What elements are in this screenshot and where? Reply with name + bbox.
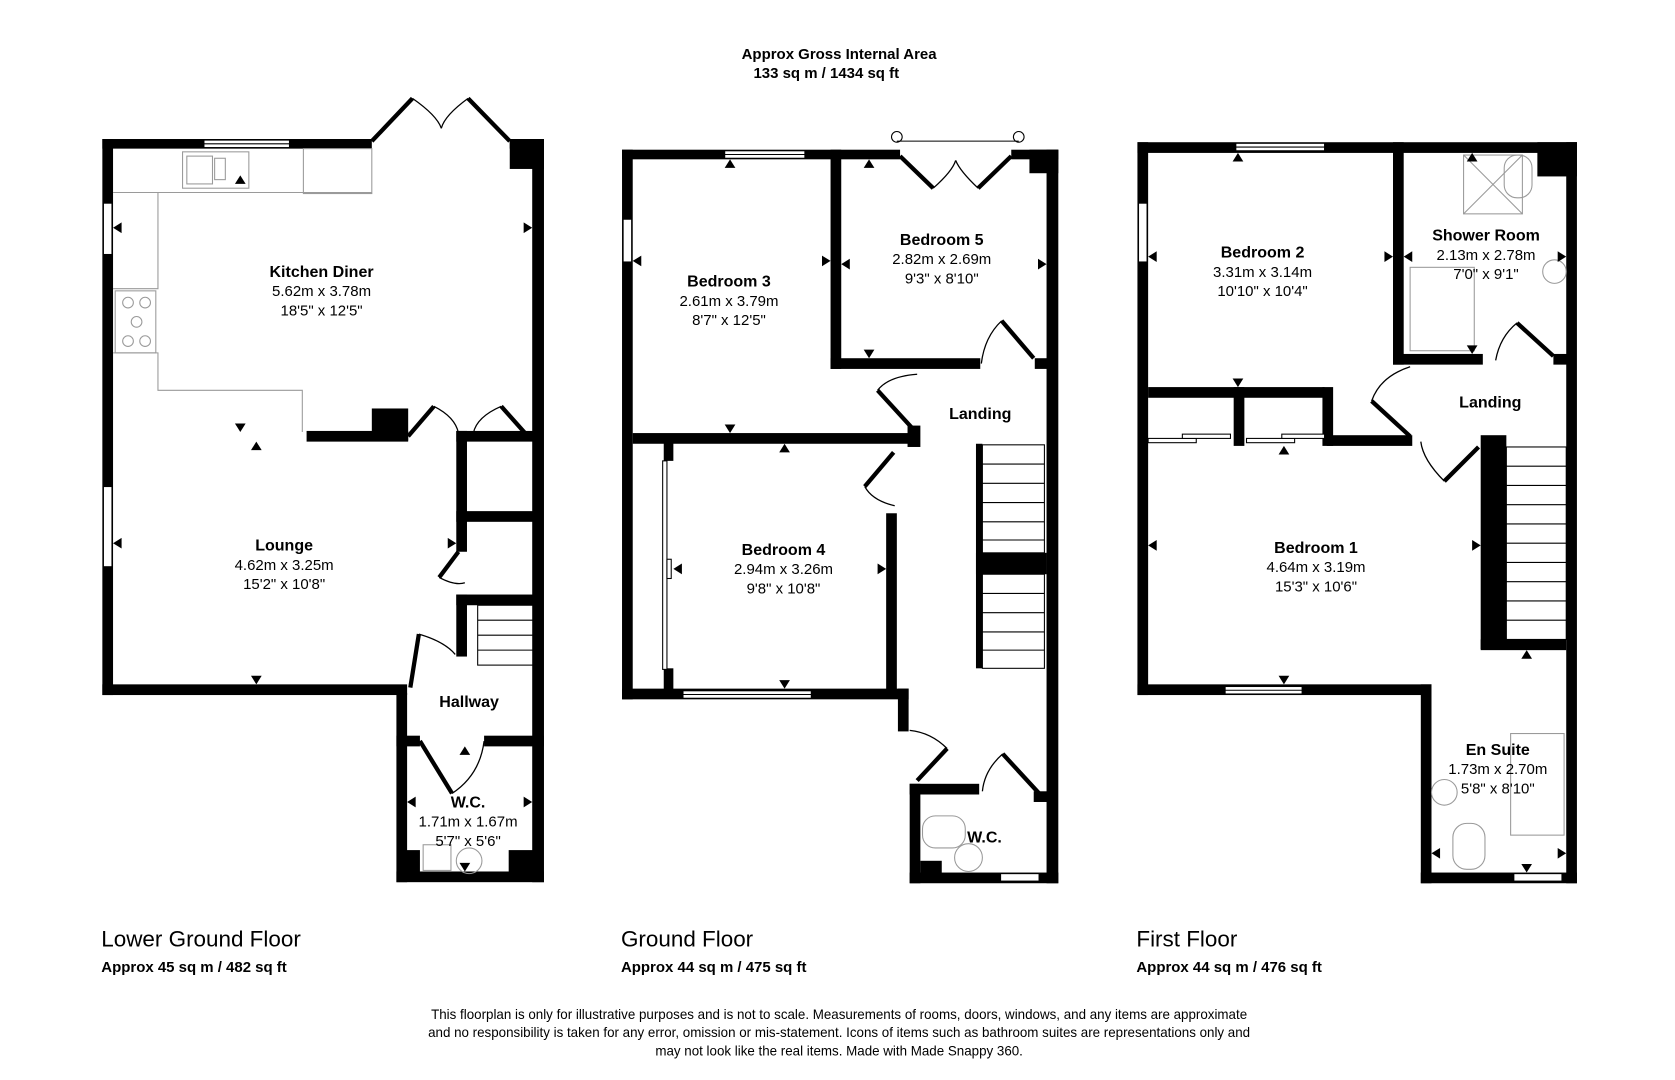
- room-imperial-kitchen-diner: 18'5" x 12'5": [281, 302, 363, 319]
- toilet-icon: [921, 815, 966, 849]
- room-name-bedroom-4: Bedroom 4: [742, 541, 826, 559]
- lower-ground-floor-plan: [102, 96, 544, 883]
- room-name-bedroom-3: Bedroom 3: [687, 273, 771, 291]
- bath-icon: [1409, 266, 1475, 352]
- room-metric-bedroom-4: 2.94m x 3.26m: [734, 561, 833, 578]
- room-name-wc-lower: W.C.: [451, 793, 486, 811]
- room-metric-kitchen-diner: 5.62m x 3.78m: [272, 283, 371, 300]
- toilet-icon: [422, 844, 452, 871]
- room-name-landing-first: Landing: [1459, 393, 1521, 411]
- room-imperial-lounge: 15'2" x 10'8": [243, 576, 325, 593]
- room-imperial-bedroom-2: 10'10" x 10'4": [1217, 283, 1307, 300]
- hob-icon: [114, 290, 157, 354]
- disclaimer-line-2: and no responsibility is taken for any e…: [428, 1025, 1250, 1040]
- room-name-bedroom-5: Bedroom 5: [900, 231, 984, 249]
- room-imperial-shower-room: 7'0" x 9'1": [1453, 266, 1518, 283]
- floor-area-first: Approx 44 sq m / 476 sq ft: [1136, 959, 1322, 976]
- first-floor-plan: [1137, 142, 1577, 884]
- room-metric-bedroom-2: 3.31m x 3.14m: [1213, 264, 1312, 281]
- room-imperial-bedroom-3: 8'7" x 12'5": [692, 312, 766, 329]
- gross-area-value: 133 sq m / 1434 sq ft: [753, 65, 899, 82]
- room-imperial-bedroom-1: 15'3" x 10'6": [1275, 578, 1357, 595]
- bath-icon: [1510, 733, 1565, 836]
- room-name-landing-ground: Landing: [949, 405, 1011, 423]
- room-name-en-suite: En Suite: [1466, 741, 1530, 759]
- floor-name-ground: Ground Floor: [621, 926, 754, 951]
- room-name-wc-ground: W.C.: [967, 829, 1002, 847]
- room-name-bedroom-2: Bedroom 2: [1221, 244, 1305, 262]
- gross-area-title: Approx Gross Internal Area: [742, 46, 938, 63]
- room-metric-bedroom-1: 4.64m x 3.19m: [1267, 559, 1366, 576]
- shower-tray-icon: [1463, 154, 1523, 215]
- disclaimer-line-1: This floorplan is only for illustrative …: [431, 1007, 1247, 1022]
- room-metric-wc-lower: 1.71m x 1.67m: [419, 814, 518, 831]
- stairs-icon: [981, 444, 1045, 669]
- basin-icon: [954, 843, 983, 873]
- sink-icon: [182, 151, 250, 189]
- room-metric-lounge: 4.62m x 3.25m: [235, 557, 334, 574]
- room-metric-bedroom-3: 2.61m x 3.79m: [679, 293, 778, 310]
- room-name-shower-room: Shower Room: [1432, 227, 1540, 245]
- floor-name-first: First Floor: [1136, 926, 1237, 951]
- stairs-icon: [477, 604, 534, 666]
- room-imperial-en-suite: 5'8" x 8'10": [1461, 780, 1535, 797]
- room-imperial-bedroom-5: 9'3" x 8'10": [905, 270, 979, 287]
- disclaimer-line-3: may not look like the real items. Made w…: [655, 1043, 1023, 1058]
- room-name-bedroom-1: Bedroom 1: [1274, 539, 1358, 557]
- room-name-lounge: Lounge: [255, 537, 313, 555]
- room-metric-bedroom-5: 2.82m x 2.69m: [892, 251, 991, 268]
- appliance-icon: [302, 148, 373, 195]
- room-metric-shower-room: 2.13m x 2.78m: [1437, 247, 1536, 264]
- floor-area-ground: Approx 44 sq m / 475 sq ft: [621, 959, 807, 976]
- ground-floor-plan: [622, 130, 1059, 884]
- toilet-icon: [1452, 822, 1486, 870]
- basin-icon: [1430, 778, 1458, 806]
- toilet-icon: [1503, 154, 1533, 199]
- basin-icon: [455, 847, 483, 875]
- room-imperial-bedroom-4: 9'8" x 10'8": [747, 580, 821, 597]
- room-name-hallway: Hallway: [439, 693, 499, 711]
- room-name-kitchen-diner: Kitchen Diner: [269, 263, 373, 281]
- room-metric-en-suite: 1.73m x 2.70m: [1448, 761, 1547, 778]
- floor-name-lower-ground: Lower Ground Floor: [101, 926, 301, 951]
- juliet-balcony-icon: [890, 130, 1025, 143]
- basin-icon: [1542, 259, 1567, 284]
- floor-area-lower-ground: Approx 45 sq m / 482 sq ft: [101, 959, 287, 976]
- room-imperial-wc-lower: 5'7" x 5'6": [435, 833, 500, 850]
- stairs-icon: [1505, 446, 1567, 640]
